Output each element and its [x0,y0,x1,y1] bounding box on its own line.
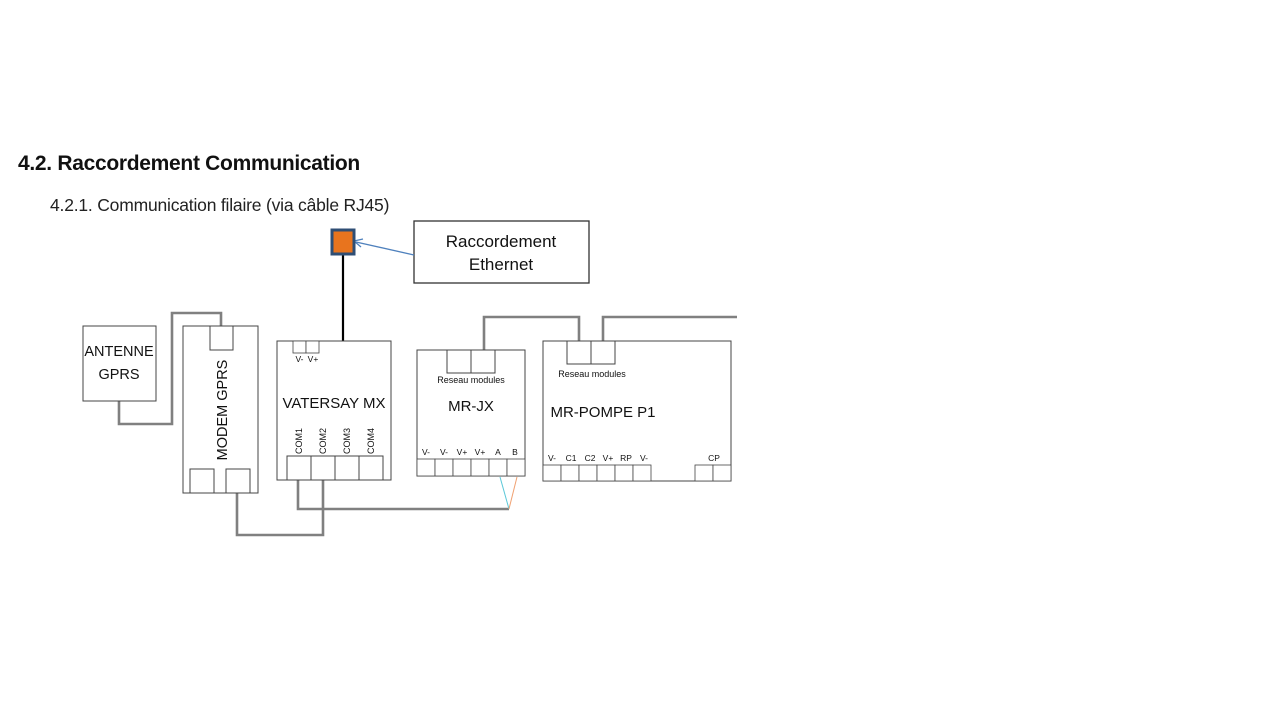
mrjx-network-port [446,349,472,374]
pompe-cp-terminal [712,464,732,482]
wire-a-cyan [499,476,510,510]
mrjx-terminal [434,458,454,477]
mrjx-terminal-label: V- [440,447,448,457]
pompe-label: MR-POMPE P1 [550,404,655,421]
pompe-terminal-label: C1 [566,453,577,463]
pompe-terminal-label: C2 [585,453,596,463]
pompe-terminal [560,464,580,482]
com-port-label: COM1 [294,428,304,454]
pompe-cp-label: CP [708,453,720,463]
mrjx-terminal-label: V+ [457,447,468,457]
wire-network-link [482,315,581,350]
mrjx-network-label: Reseau modules [437,375,505,385]
mrjx-label: MR-JX [448,398,494,415]
mrjx-terminal-label: A [495,447,501,457]
com-port-label: COM3 [342,428,352,454]
wire-b-orange [508,476,518,510]
com-port-4 [358,455,384,481]
pompe-network-port [590,340,616,365]
mrjx-box: Reseau modules MR-JX V- V- V+ V+ A B [416,349,526,477]
mrjx-terminal [452,458,472,477]
wire-modem-com2 [235,480,325,537]
modem-port-2 [225,468,251,494]
pompe-network-port [566,340,592,365]
wiring [117,311,737,537]
section-subheading: 4.2.1. Communication filaire (via câble … [50,195,390,215]
vatersay-label: VATERSAY MX [282,395,385,412]
pompe-terminal [614,464,634,482]
ethernet-connector-external [330,228,356,256]
vatersay-power-terminal [305,340,320,354]
mrjx-terminal-label: V+ [475,447,486,457]
wire-network-out [601,315,737,342]
pompe-terminal-label: V- [640,453,648,463]
pompe-cp-terminal [694,464,714,482]
pompe-terminal-label: RP [620,453,632,463]
pompe-terminal [632,464,652,482]
mrjx-terminal [488,458,508,477]
modem-antenna-port [209,325,234,351]
vatersay-box: V- V+ VATERSAY MX COM1 COM2 COM3 COM4 [276,340,392,481]
antenna-label-line2: GPRS [98,367,139,383]
antenna-gprs-box: ANTENNE GPRS [82,325,157,402]
wire-com1-mrjx [296,480,509,511]
callout-line1: Raccordement [446,232,557,251]
mr-pompe-box: Reseau modules MR-POMPE P1 V- C1 C2 V+ R… [542,340,732,482]
callout-arrow [353,238,415,256]
modem-gprs-box: MODEM GPRS [182,325,259,494]
modem-port-1 [189,468,215,494]
pompe-terminal [542,464,562,482]
pompe-terminal-label: V+ [603,453,614,463]
mrjx-network-port [470,349,496,374]
com-port-2 [310,455,336,481]
mrjx-terminal-label: B [512,447,518,457]
mrjx-terminal-label: V- [422,447,430,457]
com-port-3 [334,455,360,481]
antenna-label-line1: ANTENNE [84,344,154,360]
pompe-network-label: Reseau modules [558,369,626,379]
vatersay-power-terminal [292,340,307,354]
com-port-label: COM4 [366,428,376,454]
vatersay-power-label: V+ [308,354,319,364]
modem-label: MODEM GPRS [215,360,231,461]
pompe-terminal [578,464,598,482]
mrjx-terminal [416,458,436,477]
pompe-terminal [596,464,616,482]
pompe-terminal-label: V- [548,453,556,463]
section-heading: 4.2. Raccordement Communication [18,152,360,175]
ethernet-callout: Raccordement Ethernet [413,220,590,284]
com-port-1 [286,455,312,481]
vatersay-power-label: V- [295,354,303,364]
wire-antenna-modem [117,311,223,426]
com-port-label: COM2 [318,428,328,454]
callout-line2: Ethernet [469,255,534,274]
mrjx-terminal [470,458,490,477]
mrjx-terminal [506,458,526,477]
